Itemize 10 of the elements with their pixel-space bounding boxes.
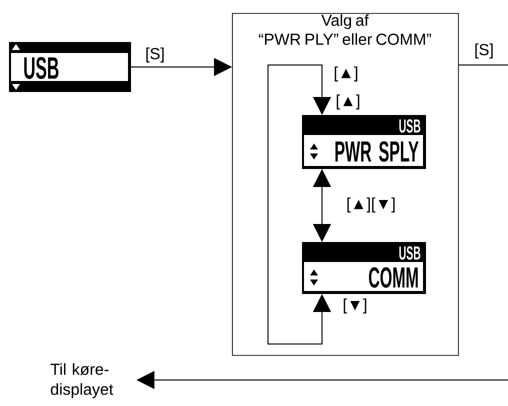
edge-label: [▲][▼] (347, 198, 395, 212)
lcd-display: USB (9, 42, 131, 92)
caption-text: Til køre- displayet (50, 363, 114, 398)
key-label: [▲] (336, 94, 360, 110)
arrow (268, 64, 332, 344)
lcd-display: USB PWR SPLY (302, 115, 426, 169)
edge-label: [S] (146, 48, 164, 62)
lcd-display: USB COMM (302, 242, 426, 294)
edge-label: [S] (475, 44, 493, 58)
edge-label: [▲] (334, 66, 358, 82)
